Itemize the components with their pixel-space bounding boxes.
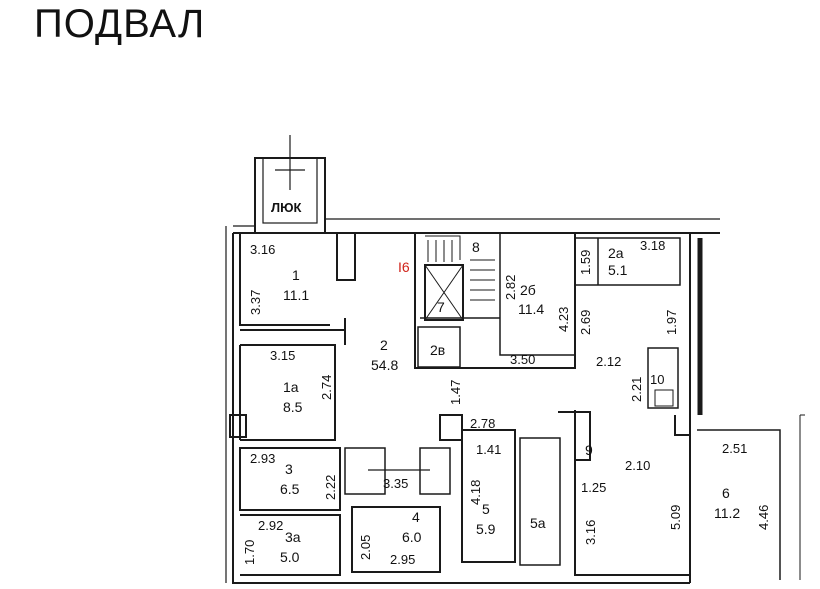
svg-text:1.70: 1.70 — [242, 540, 257, 565]
svg-text:1.47: 1.47 — [448, 380, 463, 405]
svg-text:1.97: 1.97 — [664, 310, 679, 335]
room-2-number: 2 — [380, 337, 388, 353]
room-5-number: 5 — [482, 501, 490, 517]
room-3-walls — [239, 447, 341, 511]
room-8-number: 8 — [472, 239, 480, 255]
svg-text:2.69: 2.69 — [578, 310, 593, 335]
room-4-number: 4 — [412, 509, 420, 525]
svg-text:2.93: 2.93 — [250, 451, 275, 466]
room-3a-number: 3а — [285, 529, 301, 545]
svg-text:4.23: 4.23 — [556, 307, 571, 332]
room-5-walls — [439, 414, 463, 441]
room-1-number: 1 — [292, 267, 300, 283]
room-10-number: 10 — [650, 372, 664, 387]
room-6-area: 11.2 — [714, 505, 740, 521]
svg-text:2.12: 2.12 — [596, 354, 621, 369]
room-labels: 1 11.1 1а 8.5 2 54.8 2а 5.1 2б 11.4 2в 3… — [280, 239, 740, 565]
room-1-walls — [239, 233, 356, 326]
room-2b-number: 2б — [520, 282, 536, 298]
svg-text:2.51: 2.51 — [722, 441, 747, 456]
room-3a-walls — [240, 514, 341, 576]
svg-text:2.95: 2.95 — [390, 552, 415, 567]
svg-text:4.46: 4.46 — [756, 505, 771, 530]
svg-text:5.09: 5.09 — [668, 505, 683, 530]
outer-wall — [232, 232, 720, 584]
room-3-area: 6.5 — [280, 481, 300, 497]
hatch-shaft — [254, 135, 326, 234]
room-2b-area: 11.4 — [518, 301, 544, 317]
svg-text:2.10: 2.10 — [625, 458, 650, 473]
room-3-number: 3 — [285, 461, 293, 477]
room-1-area: 11.1 — [283, 287, 309, 303]
room-5-area: 5.9 — [476, 521, 496, 537]
svg-text:2.05: 2.05 — [358, 535, 373, 560]
room-2a-area: 5.1 — [608, 262, 628, 278]
svg-text:3.16: 3.16 — [583, 520, 598, 545]
svg-text:3.35: 3.35 — [383, 476, 408, 491]
room-6-number: 6 — [722, 485, 730, 501]
page-title: ПОДВАЛ — [34, 2, 206, 46]
room-2-area: 54.8 — [371, 357, 398, 373]
room-7-number: 7 — [437, 299, 445, 315]
svg-text:1.41: 1.41 — [476, 442, 501, 457]
hatch-label: ЛЮК — [271, 200, 302, 215]
room-5a-number: 5а — [530, 515, 546, 531]
svg-text:3.18: 3.18 — [640, 238, 665, 253]
room-1a-walls — [239, 344, 336, 441]
svg-text:2.78: 2.78 — [470, 416, 495, 431]
room-1a-number: 1а — [283, 379, 299, 395]
svg-text:3.15: 3.15 — [270, 348, 295, 363]
svg-text:2.21: 2.21 — [629, 377, 644, 402]
svg-text:2.92: 2.92 — [258, 518, 283, 533]
svg-text:1.59: 1.59 — [578, 250, 593, 275]
room-2a-number: 2а — [608, 245, 624, 261]
room-2v-number: 2в — [430, 342, 445, 358]
section-marker: I6 — [398, 259, 410, 275]
room-4-walls — [351, 506, 441, 573]
svg-text:3.50: 3.50 — [510, 352, 535, 367]
svg-text:1.25: 1.25 — [581, 480, 606, 495]
svg-text:3.16: 3.16 — [250, 242, 275, 257]
room-9-number: 9 — [585, 442, 593, 458]
room-2a-walls — [575, 237, 681, 286]
room-3a-area: 5.0 — [280, 549, 300, 565]
svg-text:2.74: 2.74 — [319, 375, 334, 400]
room-4-area: 6.0 — [402, 529, 422, 545]
room-1a-area: 8.5 — [283, 399, 303, 415]
svg-text:2.82: 2.82 — [503, 275, 518, 300]
svg-text:4.18: 4.18 — [468, 480, 483, 505]
dimension-labels: 3.16 3.37 3.15 2.74 2.93 2.22 2.92 1.70 … — [242, 238, 771, 567]
svg-text:2.22: 2.22 — [323, 475, 338, 500]
stair-block — [414, 233, 576, 369]
svg-text:3.37: 3.37 — [248, 290, 263, 315]
